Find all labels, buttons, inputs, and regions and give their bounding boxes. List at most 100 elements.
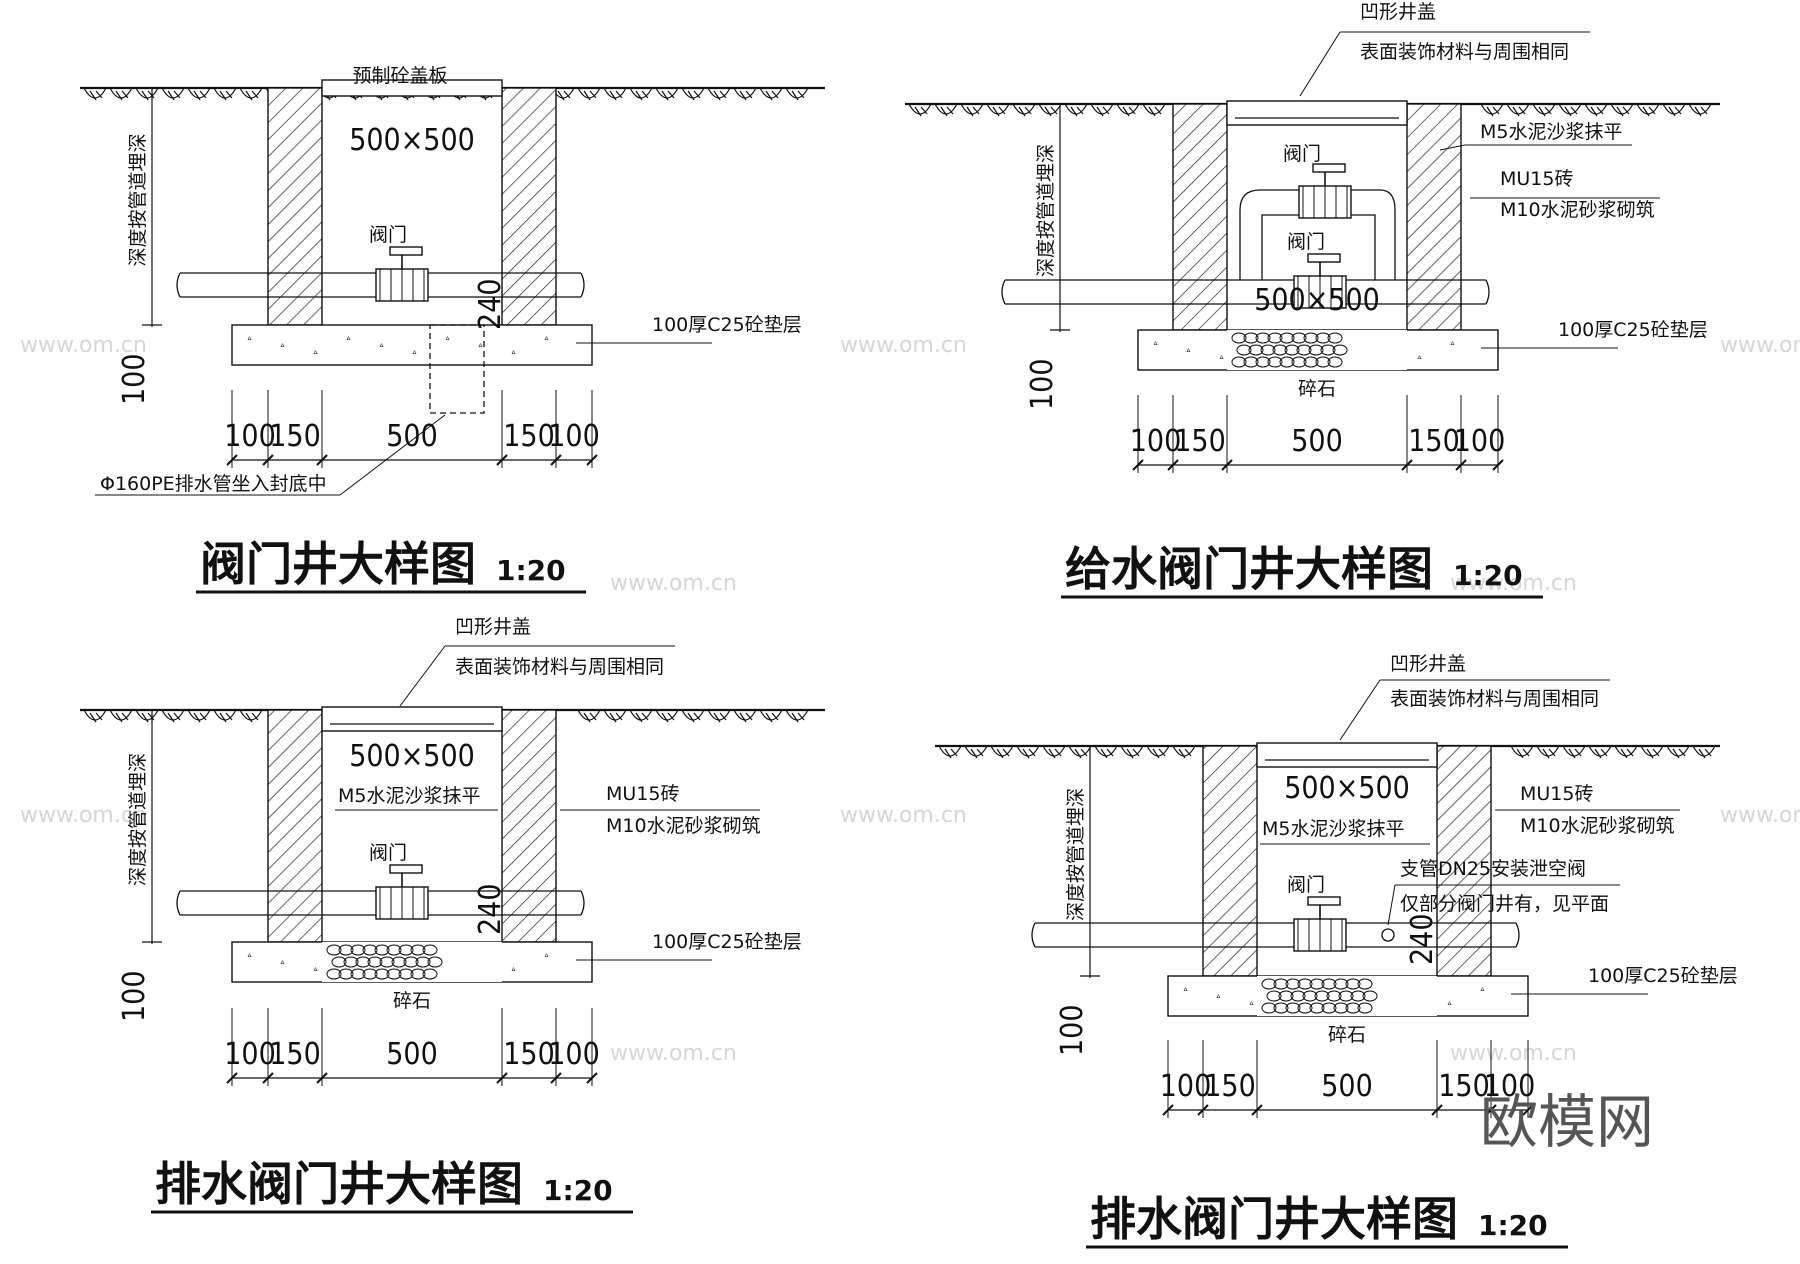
concrete-speck: ᐞ [280,343,285,353]
pipe-break [1031,922,1036,948]
panel-water-supply-valve-well: ᐞᐞᐞᐞᐞᐞᐞᐞᐞᐞ碎石深度按管道埋深100500×500阀门100厚C25砼垫… [905,1,1720,599]
dimension-label: 100 [548,419,600,454]
gravel-stone [1279,332,1295,344]
gravel-stone [403,956,419,968]
gravel-stone [331,956,347,968]
valve-label: 阀门 [1287,231,1325,253]
gravel-stone [1260,344,1276,356]
brick-label: MU15砖 [1500,168,1573,190]
gravel-stone [1303,356,1319,368]
concrete-speck: ᐞ [247,953,252,963]
site-watermark: www.om.cn [1720,803,1800,828]
gravel-stone [1255,332,1271,344]
dimension-label: 500 [386,1037,438,1072]
concrete-speck: ᐞ [1450,341,1455,351]
gravel-stone [1332,344,1348,356]
branch-label: 支管DN25安装泄空阀 [1400,858,1586,880]
gravel-stone [1291,332,1307,344]
dimension-tick [1485,1104,1497,1116]
cover-label: 凹形井盖 [1390,653,1466,675]
depth-label: 深度按管道埋深 [1035,144,1057,277]
valve-label: 阀门 [369,842,407,864]
mortar-label: M5水泥沙浆抹平 [1262,818,1404,840]
dimension-tick [1221,459,1233,471]
pad-thickness-label: 100 [1025,358,1060,410]
wall-left-hatch [1202,745,1258,977]
dimension-label: 150 [503,419,555,454]
panel-valve-well: ᐞᐞᐞᐞᐞᐞᐞᐞᐞᐞ深度按管道埋深100500×500阀门100厚C25砼垫层1… [80,65,825,594]
gravel-stone [410,968,426,980]
dimension-tick [226,1072,238,1084]
gravel-stone [1266,990,1282,1002]
drawing-scale: 1:20 [1478,1209,1548,1242]
gravel-stone [1315,332,1331,344]
brick-label-2: M10水泥砂浆砌筑 [1500,199,1655,221]
gravel-stone [379,956,395,968]
valve-handle [389,246,423,256]
cover-label-2: 表面装饰材料与周围相同 [1390,688,1599,710]
gravel-stone [1357,1002,1373,1014]
dimension-label: 100 [224,1037,276,1072]
recessed-cover [1226,100,1408,126]
gravel-stone [1231,356,1247,368]
pad-thickness-label: 100 [117,970,152,1022]
concrete-speck: ᐞ [247,336,252,346]
gravel-stone [343,956,359,968]
valve-label-upper: 阀门 [1283,143,1321,165]
gravel-stone [1255,356,1271,368]
branch-label-2: 仅部分阀门井有，见平面 [1400,893,1609,915]
gravel-stone [1267,356,1283,368]
pipe-break [176,890,181,916]
wall-left-hatch [267,87,323,326]
drain-label: Φ160PE排水管坐入封底中 [100,473,327,495]
dimension-tick [1162,1104,1174,1116]
gravel-stone [386,944,402,956]
gravel-stone [1279,356,1295,368]
dimension-tick [262,1072,274,1084]
gravel-stone [367,956,383,968]
gravel-label: 碎石 [393,990,431,1012]
drawing-title: 阀门井大样图 [200,537,476,591]
site-watermark: www.om.cn [610,1041,737,1066]
drain-leader [339,414,446,496]
pad-label: 100厚C25砼垫层 [1588,965,1738,987]
precast-slab [321,79,503,97]
dimension-label: 150 [1174,424,1226,459]
pipe-break [176,272,181,298]
cover-leader [1299,31,1341,97]
gravel-stone [398,968,414,980]
gravel-stone [422,968,438,980]
brick-label: MU15砖 [606,783,679,805]
panel-drainage-valve-well-left: ᐞᐞᐞᐞᐞᐞᐞᐞᐞᐞ碎石深度按管道埋深100500×500阀门100厚C25砼垫… [80,616,825,1214]
site-watermark: www.om.cn [1720,333,1800,358]
brick-label-2: M10水泥砂浆砌筑 [606,815,761,837]
dimension-tick [550,1072,562,1084]
cover-label-2: 表面装饰材料与周围相同 [455,656,664,678]
concrete-speck: ᐞ [313,967,318,977]
dimension-label: 150 [269,419,321,454]
drawing-title: 排水阀门井大样图 [1090,1192,1458,1246]
well-size-label: 500×500 [349,739,475,774]
site-watermark: www.om.cn [1450,571,1577,596]
gravel-stone [1285,1002,1301,1014]
dimension-label: 150 [269,1037,321,1072]
gravel-stone [1243,356,1259,368]
gravel-stone [1345,978,1361,990]
concrete-speck: ᐞ [544,336,549,346]
pipe [1035,922,1516,948]
concrete-speck: ᐞ [1183,987,1188,997]
cover-label: 凹形井盖 [455,616,531,638]
gravel-stone [1296,344,1312,356]
concrete-speck: ᐞ [313,350,318,360]
dimension-tick [550,454,562,466]
gravel-stone [1273,1002,1289,1014]
concrete-speck: ᐞ [1186,348,1191,358]
gravel-stone [398,944,414,956]
site-watermark: www.om.cn [610,571,737,596]
gravel-stone [362,944,378,956]
pipe-cover-label: 240 [473,883,508,935]
site-watermark: www.om.cn [840,803,967,828]
drawing-title: 排水阀门井大样图 [155,1157,523,1211]
pipe-break [1485,279,1490,305]
wall-left-hatch [267,709,323,943]
